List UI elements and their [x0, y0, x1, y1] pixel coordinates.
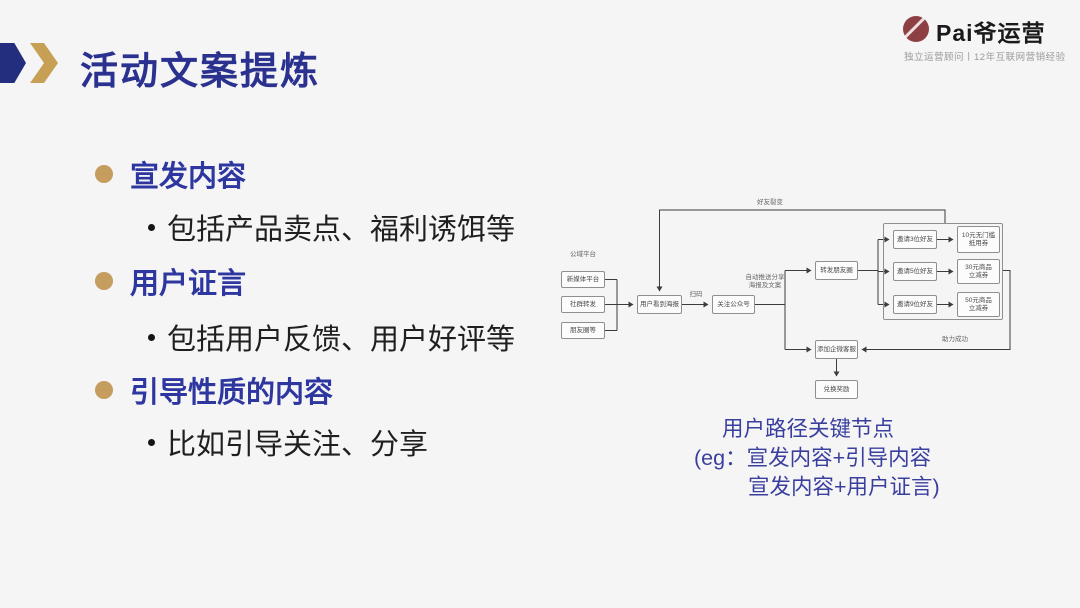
- flow-label-assist-success: 助力成功: [942, 336, 968, 343]
- flow-label-public-domain: 公域平台: [570, 251, 596, 258]
- annotation-line-2: (eg：宣发内容+引导内容: [694, 446, 932, 470]
- flow-node-add-wecom: 添加企微客服: [815, 340, 858, 359]
- bullet-item-2: 用户证言: [95, 260, 246, 302]
- small-dot-icon: [148, 223, 155, 231]
- brand-logo-icon: [903, 16, 929, 42]
- brand-tagline: 独立运营顾问丨12年互联网营销经验: [904, 52, 1066, 63]
- flow-node-invite-3: 邀请3位好友: [893, 230, 937, 249]
- flow-node-invite-5: 邀请5位好友: [893, 262, 937, 281]
- flow-node-follow-account: 关注公众号: [712, 295, 755, 314]
- flow-node-reward-50: 50元商品 立减券: [957, 292, 1000, 317]
- small-dot-icon: [148, 438, 155, 446]
- sub-bullet-1: 包括产品卖点、福利诱饵等: [148, 206, 515, 248]
- brand-name: Pai爷运营: [936, 20, 1046, 46]
- annotation-line-3: 宣发内容+用户证言): [748, 475, 940, 499]
- bullet-detail-2: 包括用户反馈、用户好评等: [167, 324, 516, 356]
- bullet-detail-3: 比如引导关注、分享: [167, 429, 429, 461]
- flow-node-invite-9: 邀请9位好友: [893, 295, 937, 314]
- sub-bullet-2: 包括用户反馈、用户好评等: [148, 316, 515, 358]
- flow-node-source-moments: 朋友圈等: [561, 322, 605, 339]
- user-path-flowchart: 公域平台 新媒体平台 社群转发 朋友圈等 用户看到海报 扫码 关注公众号 好友裂…: [540, 190, 1020, 405]
- title-arrow-blue-icon: [0, 43, 26, 83]
- bullet-item-1: 宣发内容: [95, 153, 246, 195]
- bullet-item-3: 引导性质的内容: [95, 369, 333, 411]
- bullet-detail-1: 包括产品卖点、福利诱饵等: [167, 214, 516, 246]
- flow-label-autopush: 自动推送分享 海报及文案: [745, 274, 785, 289]
- flow-node-reward-10: 10元无门槛 抵用券: [957, 226, 1000, 253]
- flow-node-redeem-reward: 兑换奖励: [815, 380, 858, 399]
- flow-label-scan: 扫码: [689, 291, 703, 298]
- gold-dot-icon: [95, 381, 113, 399]
- bullet-heading-2: 用户证言: [130, 268, 247, 300]
- flow-node-reward-30: 30元商品 立减券: [957, 259, 1000, 284]
- bullet-heading-3: 引导性质的内容: [130, 377, 334, 409]
- annotation-line-1: 用户路径关键节点: [722, 417, 895, 441]
- gold-dot-icon: [95, 165, 113, 183]
- small-dot-icon: [148, 333, 155, 341]
- flow-node-see-poster: 用户看到海报: [637, 295, 682, 314]
- annotation-block: 用户路径关键节点 (eg：宣发内容+引导内容 宣发内容+用户证言): [688, 415, 940, 502]
- title-arrow-gold-icon: [30, 43, 58, 83]
- flow-node-source-new-media: 新媒体平台: [561, 271, 605, 288]
- flow-node-share-moments: 转发朋友圈: [815, 261, 858, 280]
- flow-group-invite-rewards: [883, 223, 1003, 320]
- flow-label-fission: 好友裂变: [757, 199, 783, 206]
- flow-node-source-community: 社群转发: [561, 296, 605, 313]
- bullet-heading-1: 宣发内容: [130, 161, 247, 193]
- sub-bullet-3: 比如引导关注、分享: [148, 421, 428, 463]
- page-title: 活动文案提炼: [80, 51, 321, 93]
- gold-dot-icon: [95, 272, 113, 290]
